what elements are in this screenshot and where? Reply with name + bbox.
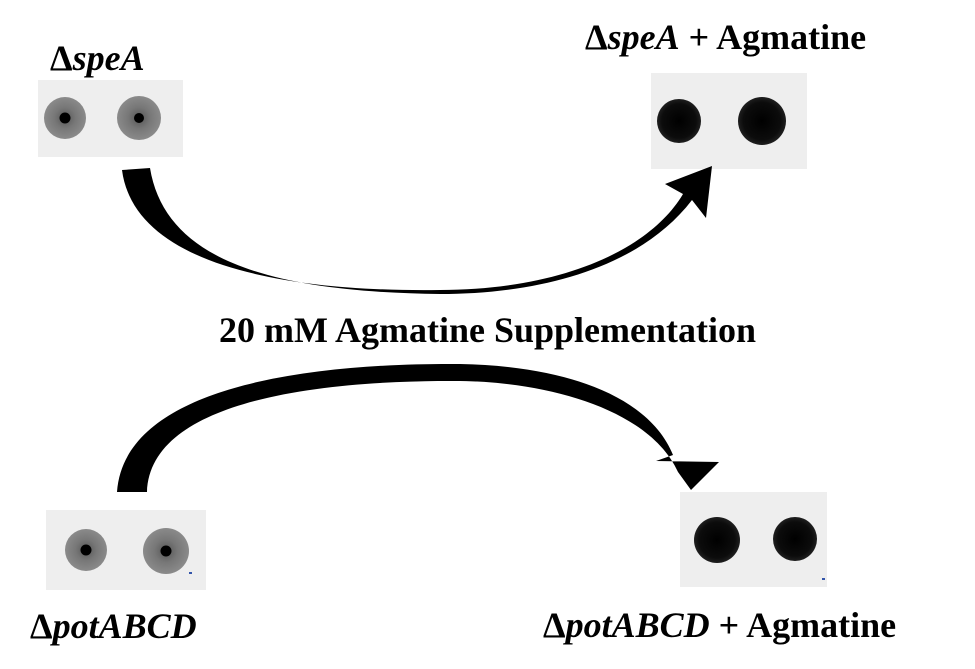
speck-mark bbox=[189, 572, 192, 574]
delta-symbol: Δ bbox=[30, 606, 53, 646]
delta-symbol: Δ bbox=[543, 605, 566, 645]
gene-name: potABCD bbox=[565, 605, 710, 645]
treatment-text: + Agmatine bbox=[679, 17, 867, 57]
colony-spot bbox=[738, 97, 786, 145]
label-potabcd-agmatine: ΔpotABCD + Agmatine bbox=[543, 607, 896, 643]
label-spea-agmatine: ΔspeA + Agmatine bbox=[585, 19, 866, 55]
panel-spea-colonies bbox=[38, 80, 183, 157]
colony-spot bbox=[117, 96, 161, 140]
delta-symbol: Δ bbox=[585, 17, 608, 57]
colony-spot bbox=[657, 99, 701, 143]
panel-spea-agmatine-colonies bbox=[651, 73, 807, 169]
colony-spot bbox=[773, 517, 817, 561]
panel-potabcd-agmatine-colonies bbox=[680, 492, 827, 587]
colony-spot bbox=[694, 517, 740, 563]
gene-name: speA bbox=[607, 17, 680, 57]
panel-potabcd-colonies bbox=[46, 510, 206, 590]
colony-spot bbox=[44, 97, 86, 139]
speck-mark bbox=[822, 578, 825, 580]
delta-symbol: Δ bbox=[50, 38, 73, 78]
label-supplementation: 20 mM Agmatine Supplementation bbox=[218, 310, 756, 350]
arrow-bottom bbox=[117, 363, 719, 492]
label-spea: ΔspeA bbox=[50, 40, 145, 76]
gene-name: speA bbox=[72, 38, 145, 78]
colony-spot bbox=[143, 528, 189, 574]
treatment-text: + Agmatine bbox=[709, 605, 897, 645]
label-potabcd: ΔpotABCD bbox=[30, 608, 197, 644]
arrow-top bbox=[122, 166, 712, 294]
gene-name: potABCD bbox=[52, 606, 197, 646]
colony-spot bbox=[65, 529, 107, 571]
